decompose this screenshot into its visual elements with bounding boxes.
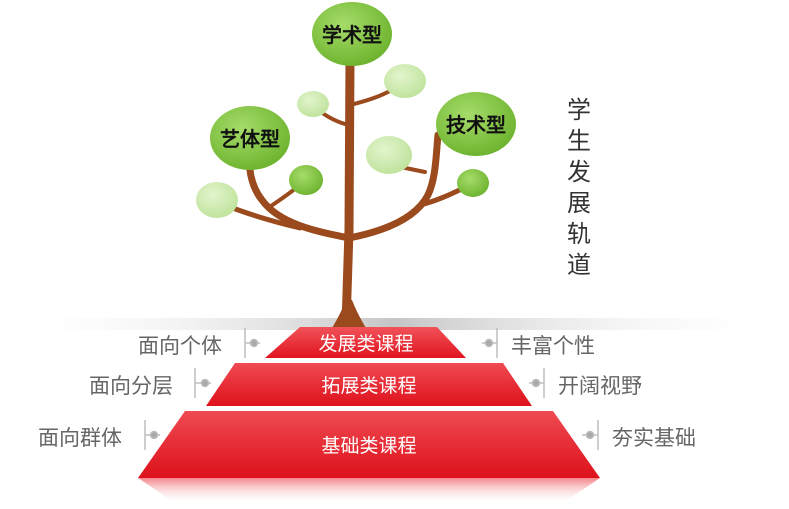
tree-trunk [341, 55, 355, 330]
leaf-dark-1 [289, 165, 323, 195]
right-label-middle: 开阔视野 [558, 374, 642, 398]
category-technical-label: 技术型 [446, 113, 506, 137]
right-connectors [482, 328, 599, 450]
leaf-technical: 技术型 [436, 92, 516, 156]
leaf-academic: 学术型 [312, 2, 392, 66]
side-title-char: 道 [567, 251, 591, 279]
side-title-char: 轨 [567, 220, 591, 248]
pyramid-reflection [138, 478, 600, 505]
right-label-bottom: 夯实基础 [612, 426, 696, 450]
tree [222, 55, 473, 330]
leaf-light-2 [384, 64, 426, 98]
leaf-light-4 [196, 182, 238, 218]
tree-root [332, 300, 366, 328]
branch-right-main [345, 131, 442, 242]
side-title-char: 发 [567, 158, 591, 186]
ground-shadow [0, 318, 789, 330]
pyramid-level-bottom [138, 411, 600, 478]
leaf-dark-2 [457, 169, 489, 197]
category-academic-label: 学术型 [322, 23, 382, 47]
left-label-middle: 面向分层 [89, 374, 173, 398]
side-title: 学生发展轨道 [562, 95, 596, 281]
left-label-bottom: 面向群体 [38, 426, 122, 450]
side-title-char: 展 [567, 189, 591, 217]
right-label-top: 丰富个性 [511, 334, 595, 358]
leaf-arts: 艺体型 [210, 106, 290, 170]
left-connectors [144, 328, 260, 450]
side-title-char: 生 [567, 127, 591, 155]
leaf-light-3 [366, 136, 412, 174]
category-arts-label: 艺体型 [220, 127, 280, 151]
level-bottom-label: 基础类课程 [321, 435, 416, 457]
level-middle-label: 拓展类课程 [321, 375, 416, 397]
pyramid-level-top [265, 327, 466, 358]
leaf-light-1 [297, 91, 329, 117]
side-title-char: 学 [567, 96, 591, 124]
branch-left-lower [222, 202, 303, 231]
left-label-top: 面向个体 [138, 334, 222, 358]
pyramid-level-middle [206, 363, 532, 406]
level-top-label: 发展类课程 [318, 333, 413, 355]
